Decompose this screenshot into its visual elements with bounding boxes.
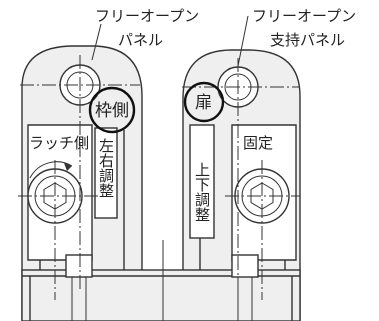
left-panel-label-line2: パネル bbox=[118, 31, 163, 49]
door-label: 扉 bbox=[195, 93, 212, 113]
frame-body bbox=[21, 240, 301, 321]
right-panel-label-line2: 支持パネル bbox=[270, 31, 345, 49]
door-callout-ring bbox=[183, 81, 225, 123]
centerlines bbox=[18, 55, 300, 300]
fixed-label: 固定 bbox=[243, 134, 273, 152]
left-panel-leader bbox=[91, 23, 102, 61]
lr-adjust-label: 左右調整 bbox=[97, 138, 115, 198]
right-panel-label-line1: フリーオープン bbox=[252, 7, 356, 25]
lr-adjust-slot bbox=[94, 127, 118, 219]
rotation-arrow-icon bbox=[29, 161, 73, 179]
frame-side-callout-ring bbox=[88, 86, 136, 134]
ud-adjust-label: 上下調整 bbox=[193, 162, 211, 222]
left-panel-label-line1: フリーオープン bbox=[95, 7, 199, 25]
right-bracket bbox=[231, 254, 259, 278]
left-hinge-leaf bbox=[21, 45, 143, 321]
frame-side-label: 枠側 bbox=[95, 101, 129, 121]
left-bracket bbox=[65, 254, 93, 278]
ud-adjust-slot bbox=[189, 124, 215, 239]
latch-side-label: ラッチ側 bbox=[29, 134, 89, 152]
right-panel-leader bbox=[237, 15, 249, 67]
